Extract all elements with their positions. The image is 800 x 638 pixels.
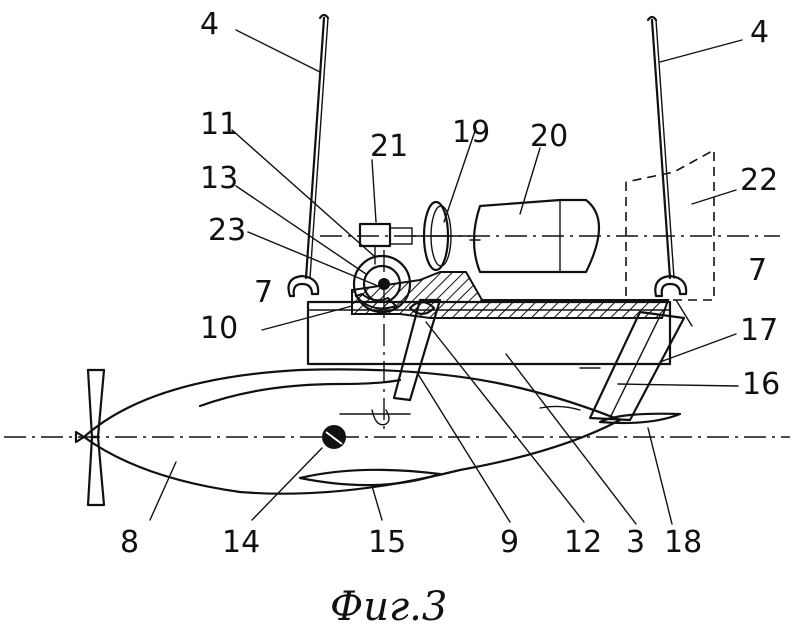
label-4-right: 4 [750, 15, 769, 50]
rod-4-right [646, 15, 675, 280]
reducer-21 [358, 222, 413, 265]
label-15: 15 [368, 525, 406, 560]
label-4-left: 4 [200, 7, 219, 42]
label-8: 8 [120, 525, 139, 560]
hook-7-left [287, 274, 320, 298]
label-22: 22 [740, 163, 778, 198]
label-11: 11 [200, 107, 238, 142]
label-16: 16 [742, 367, 780, 402]
hook-7-right [654, 274, 688, 298]
label-21: 21 [370, 129, 408, 164]
label-18: 18 [664, 525, 702, 560]
label-12: 12 [564, 525, 602, 560]
hull-8 [82, 368, 622, 495]
arm-9-12 [392, 298, 442, 402]
label-10: 10 [200, 311, 238, 346]
label-7-right: 7 [748, 253, 767, 288]
rod-4-left [304, 13, 330, 280]
ball-14 [322, 425, 346, 449]
leader-lines [149, 29, 743, 525]
label-20: 20 [530, 119, 568, 154]
label-23: 23 [208, 213, 246, 248]
label-3: 3 [626, 525, 645, 560]
float-15 [298, 468, 442, 487]
label-17: 17 [740, 313, 778, 348]
strut-16-17 [579, 310, 686, 422]
gear-assembly [352, 254, 412, 314]
label-7-left: 7 [254, 275, 273, 310]
label-14: 14 [222, 525, 260, 560]
label-19: 19 [452, 115, 490, 150]
figure-caption: Фиг.3 [330, 584, 447, 630]
label-9: 9 [500, 525, 519, 560]
label-13: 13 [200, 161, 238, 196]
housing-22 [625, 148, 715, 301]
